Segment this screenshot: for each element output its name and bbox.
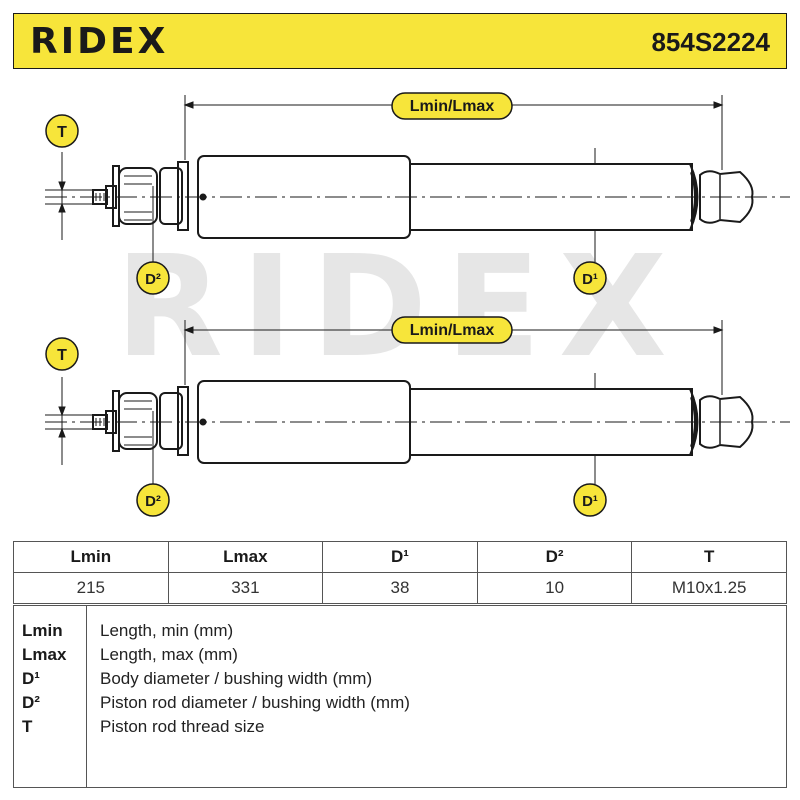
thread-badge-top: T: [45, 114, 79, 148]
legend-divider: [86, 606, 87, 787]
svg-text:D²: D²: [145, 271, 161, 288]
legend-desc: Length, min (mm): [100, 621, 234, 640]
shock-absorber-top: [45, 95, 790, 262]
legend-key: T: [22, 717, 33, 736]
table-header-row: Lmin Lmax D¹ D² T: [13, 541, 787, 573]
header-d1: D¹: [322, 541, 478, 573]
brand-logo: RIDEX: [30, 21, 169, 62]
legend-item: Lmax Length, max (mm): [14, 643, 784, 667]
svg-text:D²: D²: [145, 493, 161, 510]
legend-desc: Piston rod diameter / bushing width (mm): [100, 693, 410, 712]
legend-item: D¹ Body diameter / bushing width (mm): [14, 667, 784, 691]
legend-key: Lmin: [22, 621, 63, 640]
header-d2: D²: [476, 541, 633, 573]
value-lmax: 331: [167, 572, 324, 604]
legend-desc: Piston rod thread size: [100, 717, 265, 736]
length-badge-top: Lmin/Lmax: [391, 92, 513, 120]
dimensions-table: Lmin Lmax D¹ D² T 215 331 38 10 M10x1.25: [13, 541, 787, 604]
rod-diameter-badge-top: D²: [136, 261, 170, 295]
table-row: 215 331 38 10 M10x1.25: [13, 572, 787, 604]
part-number: 854S2224: [651, 27, 770, 57]
svg-text:Lmin/Lmax: Lmin/Lmax: [410, 322, 495, 339]
body-diameter-badge-bottom: D¹: [573, 483, 607, 517]
header-lmin: Lmin: [13, 541, 169, 573]
legend-item: T Piston rod thread size: [14, 715, 784, 739]
legend-key: Lmax: [22, 645, 67, 664]
length-badge-bottom: Lmin/Lmax: [391, 316, 513, 344]
body-diameter-badge-top: D¹: [573, 261, 607, 295]
legend-item: D² Piston rod diameter / bushing width (…: [14, 691, 784, 715]
rod-diameter-badge-bottom: D²: [136, 483, 170, 517]
value-d1: 38: [322, 572, 478, 604]
svg-text:Lmin/Lmax: Lmin/Lmax: [410, 98, 495, 115]
value-d2: 10: [476, 572, 633, 604]
legend-key: D²: [22, 693, 40, 712]
watermark: RIDEX: [115, 226, 685, 389]
thread-badge-bottom: T: [45, 337, 79, 371]
svg-text:D¹: D¹: [582, 271, 598, 288]
value-t: M10x1.25: [631, 572, 787, 604]
header-t: T: [631, 541, 787, 573]
legend-key: D¹: [22, 669, 40, 688]
legend-item: Lmin Length, min (mm): [14, 619, 784, 643]
legend-desc: Body diameter / bushing width (mm): [100, 669, 373, 688]
header-bar: RIDEX 854S2224: [13, 13, 787, 69]
shock-absorber-drawing: RIDEX: [45, 92, 790, 517]
legend: Lmin Length, min (mm) Lmax Length, max (…: [13, 605, 787, 788]
header-lmax: Lmax: [167, 541, 324, 573]
svg-text:T: T: [57, 347, 67, 364]
value-lmin: 215: [13, 572, 169, 604]
svg-text:T: T: [57, 124, 67, 141]
legend-desc: Length, max (mm): [100, 645, 238, 664]
svg-text:D¹: D¹: [582, 493, 598, 510]
